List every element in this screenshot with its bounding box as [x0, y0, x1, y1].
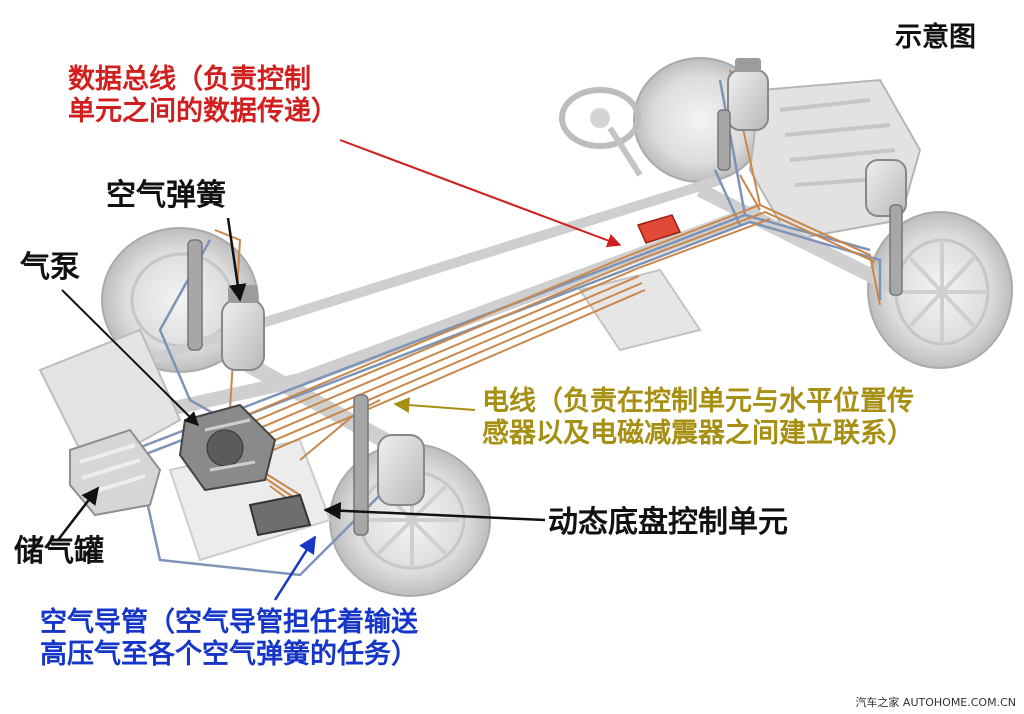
label-wire-line1: 电线（负责在控制单元与水平位置传 — [482, 386, 914, 417]
wire-bundle — [214, 69, 881, 512]
shock-absorbers — [187, 109, 903, 536]
air-spring-front-left — [727, 58, 769, 131]
chassis-control-unit — [248, 493, 312, 537]
air-spring-rear-left — [221, 285, 265, 371]
steering-wheel — [559, 87, 643, 177]
label-data-bus-line1: 数据总线（负责控制 — [68, 64, 311, 95]
label-air-duct: 空气导管（空气导管担任着输送 高压气至各个空气弹簧的任务） — [40, 607, 418, 672]
label-air-duct-line2: 高压气至各个空气弹簧的任务） — [40, 639, 418, 671]
front-right-wheel — [867, 211, 1013, 369]
label-wire-line2: 感器以及电磁减震器之间建立联系） — [482, 418, 914, 450]
label-air-spring: 空气弹簧 — [106, 178, 226, 213]
pointer-lines — [57, 139, 622, 601]
label-air-duct-line1: 空气导管（空气导管担任着输送 — [40, 607, 418, 638]
label-wire: 电线（负责在控制单元与水平位置传 感器以及电磁减震器之间建立联系） — [482, 386, 914, 451]
label-data-bus-line2: 单元之间的数据传递） — [68, 96, 338, 128]
air-pump — [178, 403, 277, 492]
label-air-pump: 气泵 — [20, 250, 80, 285]
bus-control-module — [636, 214, 682, 244]
label-air-tank: 储气罐 — [14, 534, 104, 569]
air-spring-front-right — [865, 159, 907, 217]
diagram-title: 示意图 — [895, 22, 976, 53]
watermark: 汽车之家 AUTOHOME.COM.CN — [855, 696, 1016, 709]
air-spring-rear-right — [377, 434, 425, 506]
label-control-unit: 动态底盘控制单元 — [548, 505, 788, 540]
label-data-bus: 数据总线（负责控制 单元之间的数据传递） — [68, 64, 338, 129]
